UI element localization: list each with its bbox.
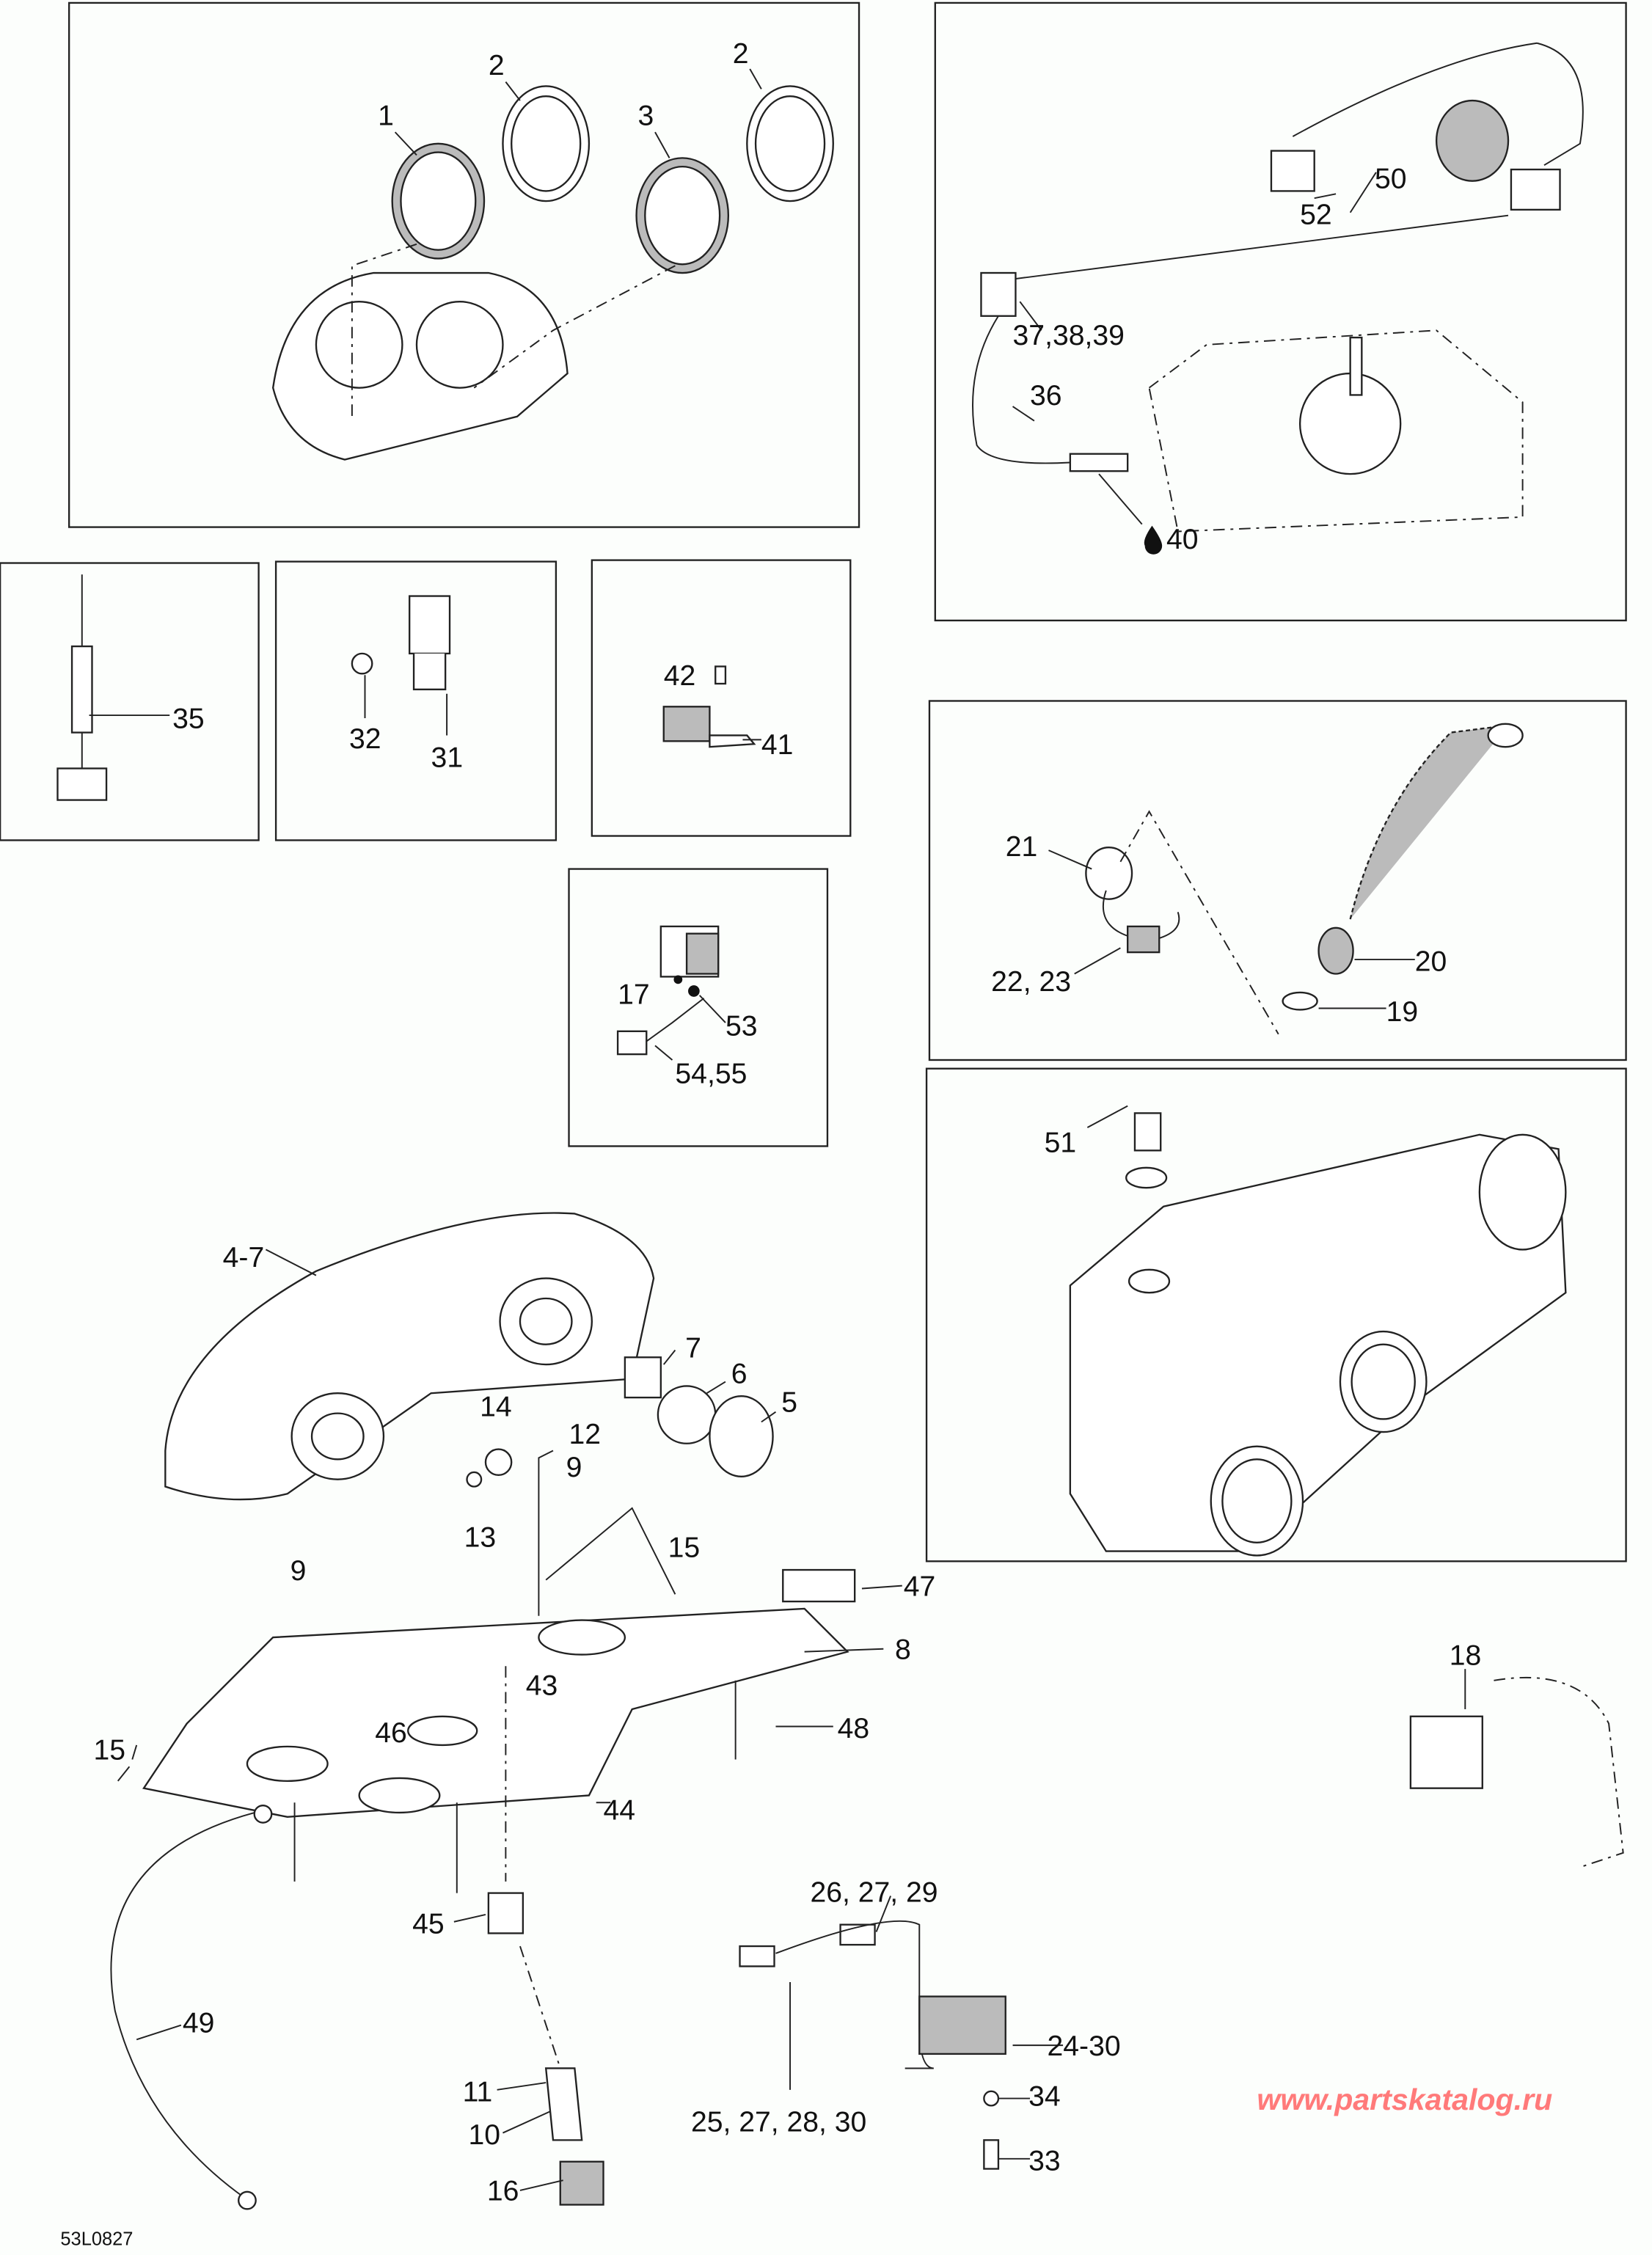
callout-46: 46 [375, 1717, 407, 1749]
callout-34: 34 [1028, 2080, 1061, 2112]
callout-9: 9 [566, 1452, 582, 1483]
watermark: www.partskatalog.ru [1257, 2083, 1552, 2116]
callout-25-27-28-30: 25, 27, 28, 30 [691, 2107, 866, 2138]
sender-drawing [56, 574, 170, 801]
drawing-code: 53L0827 [60, 2229, 133, 2249]
tether-drawing [1048, 723, 1524, 1035]
callout-52: 52 [1300, 199, 1332, 230]
callout-1: 1 [378, 100, 394, 131]
callout-50: 50 [1375, 163, 1407, 194]
callout-12: 12 [569, 1419, 602, 1450]
panel-relay [591, 559, 852, 837]
callout-48: 48 [838, 1713, 870, 1744]
panel-gauges [67, 1, 860, 528]
callout-22-23: 22, 23 [991, 966, 1071, 998]
callout-26-27-29: 26, 27, 29 [810, 1876, 938, 1908]
callout-15: 15 [668, 1532, 701, 1563]
callout-32: 32 [349, 723, 381, 755]
bracket-drawing [351, 595, 451, 736]
callout-16: 16 [487, 2176, 519, 2207]
callout-33: 33 [1028, 2145, 1061, 2177]
callout-4-7: 4-7 [223, 1242, 265, 1273]
callout-47: 47 [904, 1571, 936, 1602]
callout-2b: 2 [733, 38, 749, 70]
oil-drop-icon [1144, 525, 1163, 555]
panel-sender [0, 562, 260, 841]
callout-19: 19 [1386, 996, 1419, 1028]
panel-sensor-harness [934, 1, 1627, 622]
connector-18-drawing [1409, 1669, 1624, 1868]
callout-18: 18 [1450, 1640, 1482, 1671]
callout-54-55: 54,55 [675, 1058, 747, 1089]
callout-41: 41 [761, 729, 794, 761]
panel-airbox [925, 1067, 1627, 1563]
solenoid-drawing [616, 925, 726, 1061]
callout-49: 49 [183, 2008, 215, 2039]
callout-51: 51 [1045, 1127, 1077, 1158]
callout-20: 20 [1415, 946, 1447, 978]
callout-15b: 15 [93, 1735, 125, 1766]
airbox-drawing [1069, 1105, 1567, 1557]
callout-44: 44 [604, 1795, 636, 1827]
relay-drawing [662, 665, 761, 748]
callout-3: 3 [638, 100, 654, 131]
callout-7: 7 [685, 1332, 701, 1364]
callout-36: 36 [1030, 380, 1062, 412]
callout-6: 6 [731, 1359, 748, 1390]
regulator-drawing [739, 1896, 1064, 2170]
callout-21: 21 [1006, 831, 1038, 863]
callout-17: 17 [618, 979, 650, 1011]
callout-53: 53 [726, 1011, 758, 1042]
callout-40: 40 [1166, 524, 1199, 555]
callout-14: 14 [480, 1392, 512, 1423]
callout-5: 5 [781, 1387, 797, 1419]
mounting-plate-drawing [110, 1448, 902, 2210]
callout-37-38-39: 37,38,39 [1013, 320, 1125, 351]
callout-31: 31 [431, 742, 464, 774]
callout-43: 43 [526, 1670, 558, 1701]
gauge-drawing [271, 68, 834, 461]
panel-bracket [274, 560, 558, 841]
callout-2: 2 [489, 50, 505, 81]
headlight-assembly-drawing [164, 1212, 777, 1501]
callout-24-30: 24-30 [1048, 2031, 1121, 2062]
panel-solenoid [568, 868, 829, 1147]
callout-13: 13 [464, 1522, 497, 1554]
callout-9b: 9 [290, 1555, 307, 1587]
harness-drawing [972, 42, 1584, 533]
callout-42: 42 [664, 660, 696, 692]
callout-35: 35 [172, 703, 205, 735]
callout-11: 11 [463, 2076, 493, 2108]
callout-45: 45 [412, 1908, 445, 1940]
panel-tether-switch [928, 700, 1627, 1061]
callout-8: 8 [895, 1634, 911, 1665]
callout-10: 10 [468, 2119, 500, 2151]
